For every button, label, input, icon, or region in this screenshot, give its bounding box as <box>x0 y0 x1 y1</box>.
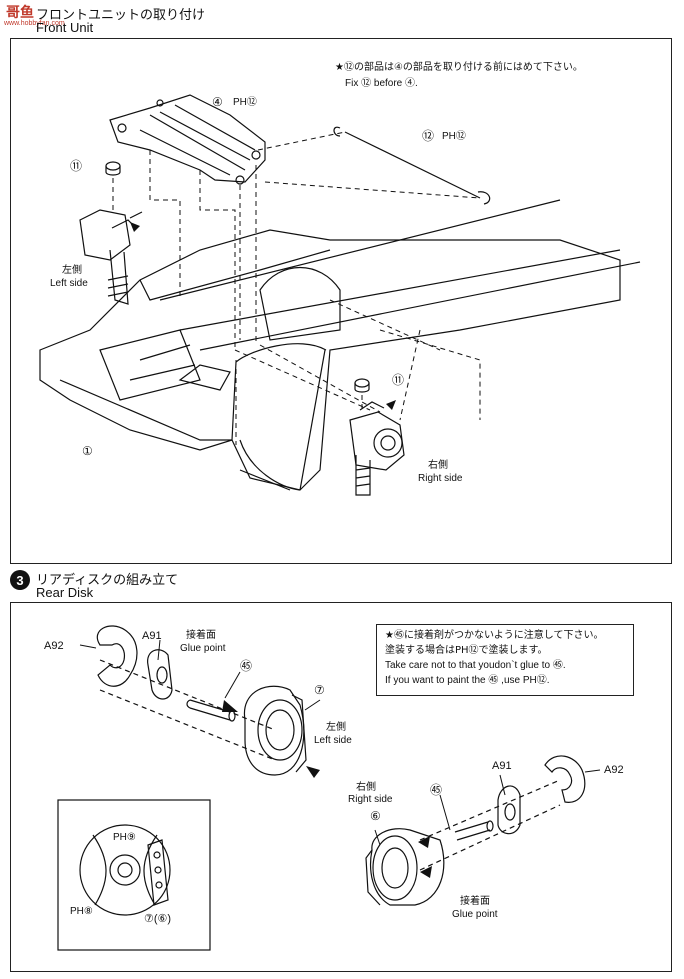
inset-frame <box>57 799 211 951</box>
label-right-side-jp: 右側 <box>428 460 448 471</box>
part45-right-pin <box>454 821 491 841</box>
label-part45-right: ㊺ <box>430 783 443 797</box>
label-rear-right-jp: 右側 <box>356 782 376 793</box>
top-title-jp: フロントユニットの取り付け <box>36 8 206 23</box>
label-rear-left-en: Left side <box>314 735 352 746</box>
label-inset-ph8: PH⑧ <box>70 906 93 917</box>
part6-disk <box>369 828 445 906</box>
top-note-en: Fix ⑫ before ④. <box>345 78 418 89</box>
label-a92-right: A92 <box>604 764 624 776</box>
tie-rod <box>344 131 481 199</box>
top-note-jp: ★⑫の部品は④の部品を取り付ける前にはめて下さい。 <box>335 62 583 73</box>
a92-right-part <box>544 755 586 803</box>
top-title-en: Front Unit <box>36 20 94 35</box>
label-left-side-en: Left side <box>50 278 88 289</box>
label-glue-jp-bottom: 接着面 <box>460 896 490 907</box>
label-right-side-en: Right side <box>418 473 463 484</box>
label-rear-right-en: Right side <box>348 794 393 805</box>
label-a91-left: A91 <box>142 630 162 642</box>
watermark-site: www.hobbyfan.com <box>4 20 65 27</box>
label-glue-en-top: Glue point <box>180 643 226 654</box>
left-strut <box>79 209 131 261</box>
label-inset-parts: ⑦(⑥) <box>144 913 172 925</box>
label-part45-left: ㊺ <box>240 659 253 673</box>
a91-right-part <box>497 785 521 835</box>
label-part4-paint: PH⑫ <box>233 97 257 108</box>
chassis-outline <box>39 229 621 491</box>
step-3-badge: 3 <box>10 570 30 590</box>
label-part12-paint: PH⑫ <box>442 131 466 142</box>
part7-disk <box>243 685 305 776</box>
a92-left-part <box>96 625 138 687</box>
note-line-2: 塗装する場合はPH⑫で塗装します。 <box>385 645 548 656</box>
chassis-floor <box>59 349 326 491</box>
label-part6: ⑥ <box>370 809 381 823</box>
note-line-4: If you want to paint the ㊺ ,use PH⑫. <box>385 675 550 686</box>
label-part7: ⑦ <box>314 683 325 697</box>
watermark-logo: 哥鱼 <box>6 5 34 21</box>
upper-arm <box>109 94 266 183</box>
label-rear-left-jp: 左側 <box>326 722 346 733</box>
inset-caliper <box>147 839 169 906</box>
bottom-title-en: Rear Disk <box>36 585 94 600</box>
label-glue-jp-top: 接着面 <box>186 630 216 641</box>
label-part12: ⑫ <box>422 129 435 143</box>
rear-disk-notes: ★㊺に接着剤がつかないように注意して下さい。 塗装する場合はPH⑫で塗装します。… <box>376 624 634 696</box>
label-part11-left: ⑪ <box>70 159 83 173</box>
label-part1: ① <box>82 444 93 458</box>
bottom-title-jp: リアディスクの組み立て <box>36 573 179 588</box>
label-glue-en-bottom: Glue point <box>452 909 498 920</box>
label-inset-ph9: PH⑨ <box>113 832 136 843</box>
label-part11-right: ⑪ <box>392 373 405 387</box>
label-a91-right: A91 <box>492 760 512 772</box>
label-left-side-jp: 左側 <box>62 265 82 276</box>
note-line-3: Take care not to that youdon`t glue to ㊺… <box>385 660 566 671</box>
a91-left-part <box>147 649 173 700</box>
label-part4: ④ <box>212 95 223 109</box>
label-a92-left: A92 <box>44 640 64 652</box>
note-line-1: ★㊺に接着剤がつかないように注意して下さい。 <box>385 630 604 641</box>
